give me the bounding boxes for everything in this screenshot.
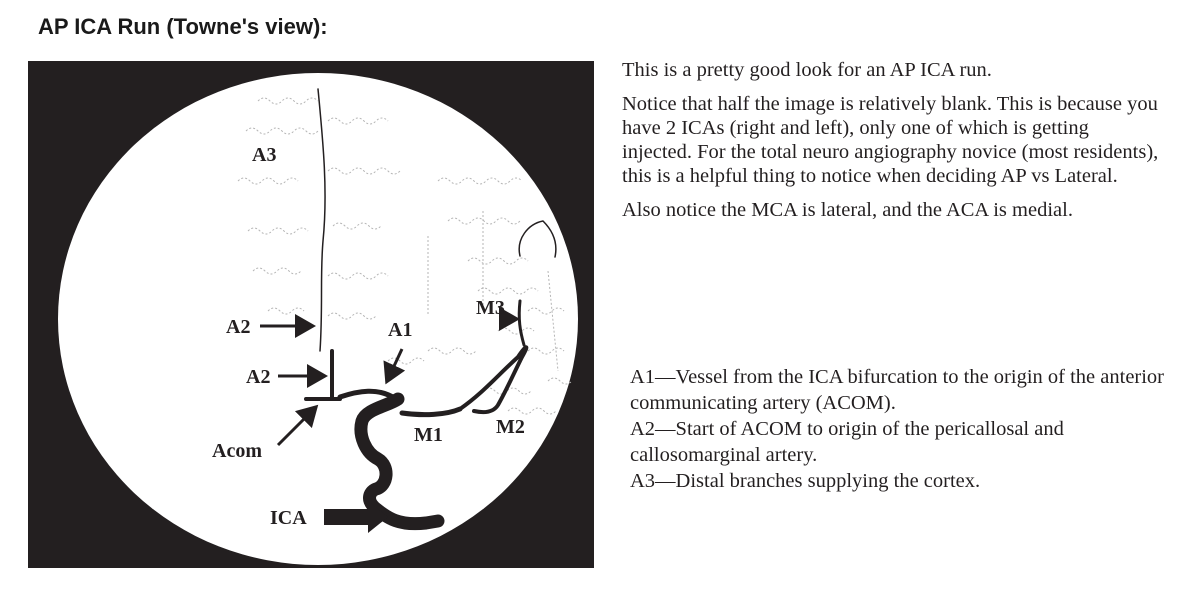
definition-a1: A1—Vessel from the ICA bifurcation to th… [630,366,1165,414]
label-ica: ICA [270,507,307,529]
annotation-arrows [260,307,520,447]
diagram-svg: A3 A2 A1 A2 Acom ICA M1 M2 M3 [58,73,578,565]
description-paragraph: Notice that half the image is relatively… [622,93,1159,187]
label-acom: Acom [212,440,262,462]
distal-mca-hook [518,220,557,258]
definitions-block: A1—Vessel from the ICA bifurcation to th… [630,364,1170,494]
faint-branches [237,97,573,415]
label-a2-lower: A2 [246,366,270,388]
field-of-view-circle [58,73,578,565]
m1-vessel [399,406,463,418]
label-m2: M2 [496,416,525,438]
acom-arrow [276,404,319,447]
page-heading: AP ICA Run (Towne's view): [38,14,328,39]
a3-vessel [317,88,326,352]
label-a1: A1 [388,319,412,341]
label-m3: M3 [476,297,505,319]
a1-arrow [383,348,406,385]
label-m1: M1 [414,424,443,446]
label-a2-upper: A2 [226,316,250,338]
description-paragraph: This is a pretty good look for an AP ICA… [622,59,992,81]
definition-a3: A3—Distal branches supplying the cortex. [630,470,981,492]
angiogram-diagram: A3 A2 A1 A2 Acom ICA M1 M2 M3 [28,61,594,568]
description-paragraph: Also notice the MCA is lateral, and the … [622,199,1073,221]
definition-a2: A2—Start of ACOM to origin of the perica… [630,418,1064,466]
m2-vessel [458,345,529,415]
description-block: This is a pretty good look for an AP ICA… [622,58,1162,232]
ica-block-arrow [324,501,388,533]
label-a3: A3 [252,144,276,166]
